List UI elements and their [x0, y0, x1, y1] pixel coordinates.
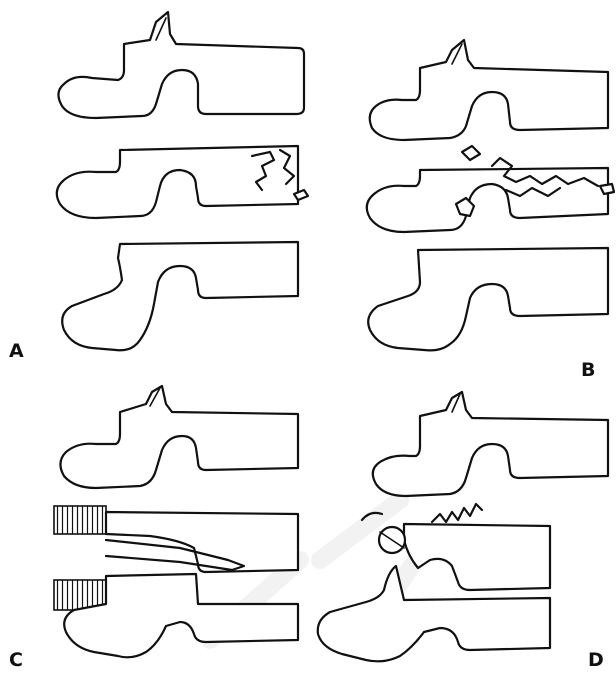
panel-c-diagram	[54, 386, 298, 657]
panel-label-b: B	[581, 361, 595, 380]
panel-b-diagram	[367, 40, 614, 350]
panel-label-d: D	[588, 651, 604, 670]
panel-label-a: A	[9, 342, 24, 361]
panel-a-diagram	[57, 12, 308, 350]
panel-label-c: C	[9, 651, 23, 670]
